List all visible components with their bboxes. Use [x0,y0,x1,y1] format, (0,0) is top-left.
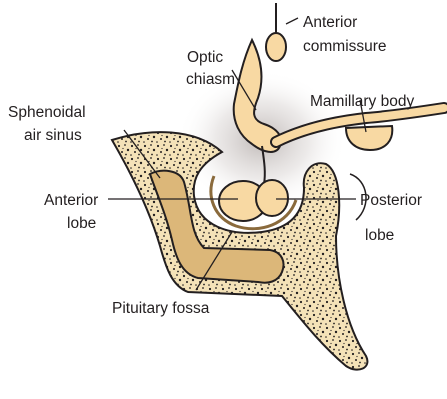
posterior-lobe-shape [256,180,288,216]
label-optic-chiasm: Optic chiasm [186,49,235,88]
label-anterior-commissure: Anterior commissure [303,14,387,55]
mamillary-body-shape [346,126,392,150]
label-anterior-lobe: Anterior lobe [44,192,103,232]
label-sphenoidal-air-sinus: Sphenoidal air sinus [8,104,90,144]
label-posterior-lobe: Posterior lobe [360,192,426,244]
leader-anterior-commissure [286,18,298,24]
label-pituitary-fossa: Pituitary fossa [112,300,210,317]
anterior-commissure-shape [266,33,286,61]
label-mamillary-body: Mamillary body [310,93,414,110]
